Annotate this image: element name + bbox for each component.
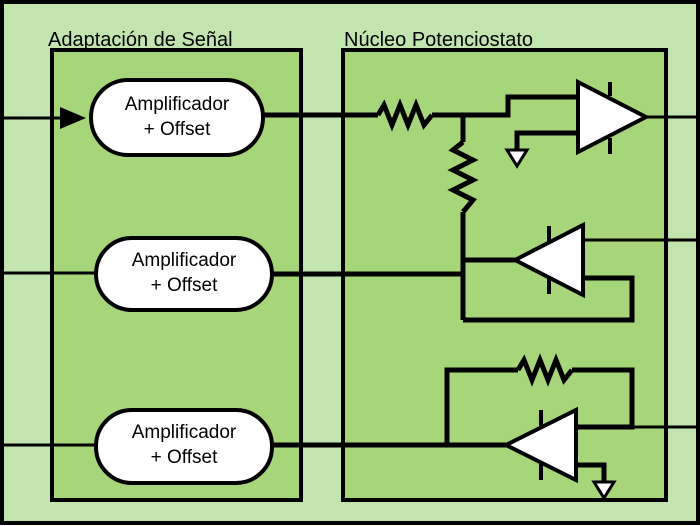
opamp1-plus-wire [463,94,578,118]
resistor-icon [375,98,434,132]
amplifier-label-line1: Amplificador [125,94,230,115]
opamp2-feedback-wire [463,275,635,323]
wiring [0,94,700,482]
resistor-icon [515,353,574,387]
opamp-icon [576,78,651,156]
opamp-icon [510,221,585,299]
amplifier-label-line2: + Offset [144,119,211,140]
signal-adaptation-title: Adaptación de Señal [48,29,233,51]
amplifier-label-line2: + Offset [151,275,218,296]
amplifier-label-line1: Amplificador [132,250,237,271]
opamp-icon [501,406,578,484]
amplifier-block-1: Amplificador + Offset [89,78,265,157]
amplifier-block-3: Amplificador + Offset [94,408,274,485]
ground-icon [504,148,530,169]
ground-icon [591,480,617,501]
amplifier-block-2: Amplificador + Offset [94,236,274,312]
resistor-icon [447,140,479,214]
potentiostat-core-title: Núcleo Potenciostato [344,29,533,51]
opamp3-ground-wire [576,462,607,482]
amplifier-label-line2: + Offset [151,447,218,468]
opamp1-minus-wire [514,130,578,150]
opamp3-feedback-right [572,367,635,430]
arrowhead-icon [60,107,86,129]
amplifier-label-line1: Amplificador [132,422,237,443]
opamp3-feedback-left [444,367,518,445]
